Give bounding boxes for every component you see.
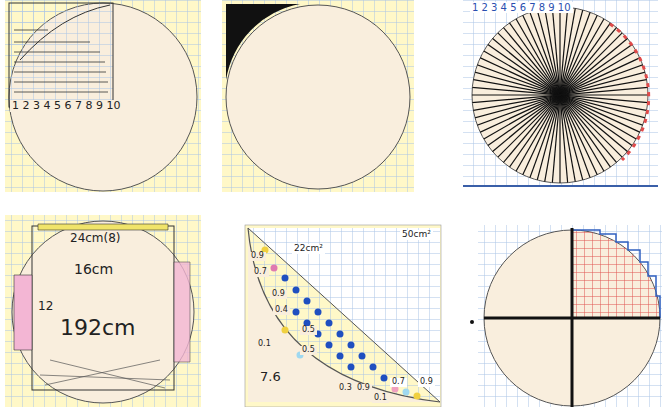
handwritten-note: 0.5 <box>300 346 317 355</box>
count-dot <box>359 353 366 360</box>
handwritten-note: 192cm <box>58 316 138 340</box>
handwritten-note: 0.3 <box>337 384 354 393</box>
count-dot <box>304 298 311 305</box>
handwritten-note: 0.4 <box>273 306 290 315</box>
handwritten-note: 12 <box>36 300 55 313</box>
count-dot <box>414 393 421 400</box>
handwritten-note: 0.7 <box>252 268 269 277</box>
handwritten-note: 0.1 <box>372 394 389 403</box>
radial-line <box>465 87 654 104</box>
handwritten-note: 7.6 <box>258 370 283 384</box>
handwritten-note: 0.9 <box>270 290 287 299</box>
count-dot <box>271 265 278 272</box>
handwritten-note: 16cm <box>72 262 115 277</box>
count-dot <box>315 309 322 316</box>
count-dot <box>282 275 289 282</box>
count-dot <box>348 364 355 371</box>
handwritten-note: 0.1 <box>256 340 273 349</box>
handwritten-note: 0.9 <box>249 252 266 261</box>
count-dot <box>293 309 300 316</box>
handwritten-note: 1 2 3 4 5 6 7 8 9 10 <box>470 2 573 13</box>
count-dot <box>337 353 344 360</box>
count-dot <box>403 389 410 396</box>
handwritten-note: 0.7 <box>390 378 407 387</box>
count-dot <box>282 327 289 334</box>
handwritten-note: 0.9 <box>418 378 435 387</box>
handwritten-note: 0.9 <box>355 384 372 393</box>
handwritten-note: 24cm(8) <box>68 232 123 245</box>
handwritten-note: 0.5 <box>300 326 317 335</box>
handwritten-note: 22cm² <box>292 244 325 254</box>
count-dot <box>326 320 333 327</box>
count-dot <box>337 331 344 338</box>
count-dot <box>370 364 377 371</box>
count-dot <box>348 342 355 349</box>
count-dot <box>381 375 388 382</box>
handwritten-note: 1 2 3 4 5 6 7 8 9 10 <box>10 100 122 112</box>
count-dot <box>293 287 300 294</box>
handwritten-note: 50cm² <box>400 230 433 240</box>
count-dot <box>326 342 333 349</box>
